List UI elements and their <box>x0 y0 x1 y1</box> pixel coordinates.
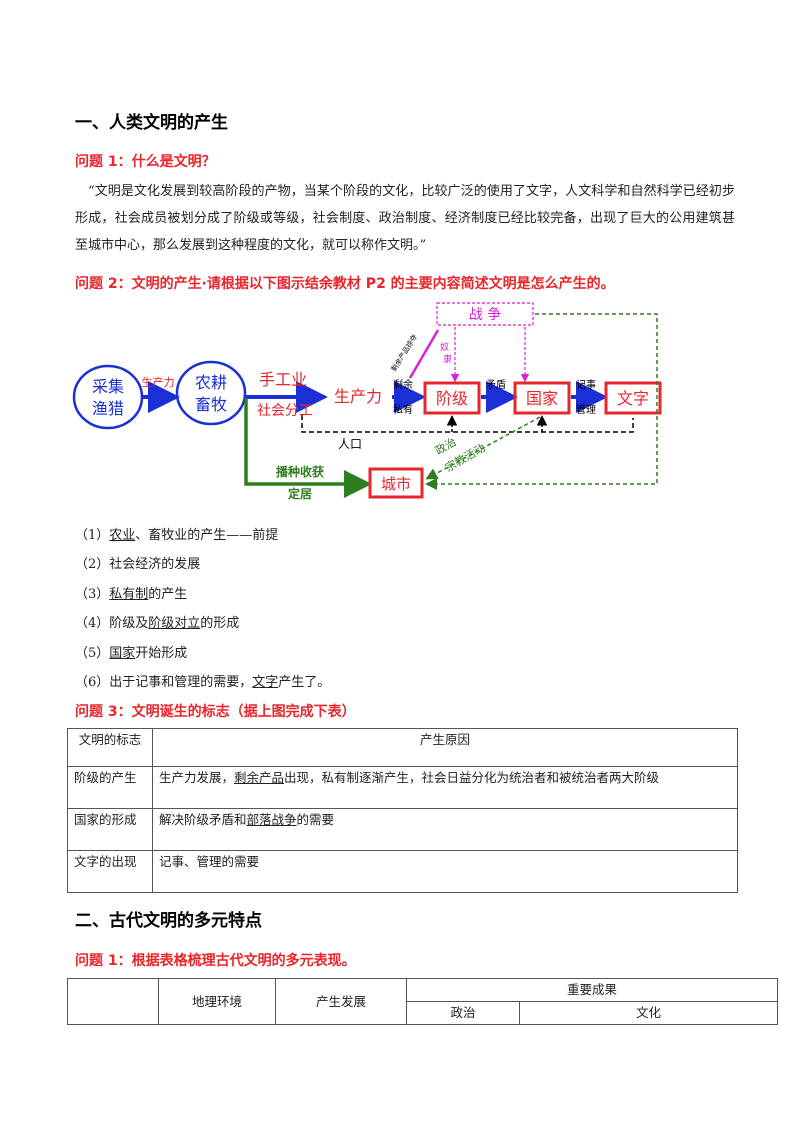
table2-blank <box>67 978 159 1025</box>
shougongye-label: 手工业 <box>259 370 307 389</box>
zhengzhi-label: 政治 <box>433 434 459 457</box>
section1-title: 一、人类文明的产生 <box>75 113 228 133</box>
q2-title: 问题 2：文明的产生·请根据以下图示结余教材 P2 的主要内容简述文明是怎么产生… <box>75 276 615 292</box>
siyou-label: 私有 <box>393 403 413 416</box>
nonggeng-label: 农耕 <box>195 373 227 392</box>
jieji-label: 阶级 <box>436 389 468 408</box>
nuli-label-2: 隶 <box>443 353 452 365</box>
guojia-box <box>513 381 571 415</box>
dingju-label: 定居 <box>288 486 312 501</box>
table2-header-culture: 文化 <box>519 1001 778 1025</box>
q3-title: 问题 3：文明诞生的标志（据上图完成下表） <box>75 704 356 720</box>
shehuifengong-label: 社会分工 <box>257 403 313 419</box>
wenzi-label: 文字 <box>617 389 649 408</box>
list-item-5: （5）国家开始形成 <box>75 646 188 661</box>
bozhong-label: 播种收获 <box>276 464 324 479</box>
table1-r1c1: 阶级的产生 <box>67 766 153 809</box>
table2-header-env: 地理环境 <box>158 978 276 1025</box>
diversity-table: 地理环境 产生发展 重要成果 政治 文化 <box>67 978 778 1025</box>
chengshi-box <box>368 467 424 499</box>
list-item-6: （6）出于记事和管理的需要，文字产生了。 <box>75 675 331 690</box>
table1-r1c2: 生产力发展，剩余产品出现，私有制逐渐产生，社会日益分化为统治者和被统治者两大阶级 <box>152 766 738 809</box>
jieji-box <box>423 381 481 415</box>
shengyu-chanpin-label: 剩余产品掠夺 <box>389 333 419 373</box>
yulie-label: 渔猎 <box>92 399 124 418</box>
caiji-ellipse <box>72 364 144 430</box>
nonggeng-ellipse <box>175 360 247 426</box>
q1-title: 问题 1：什么是文明？ <box>75 154 216 170</box>
table1-r3c1: 文字的出现 <box>67 850 153 893</box>
table2-header-dev: 产生发展 <box>275 978 407 1025</box>
table1-header-mark: 文明的标志 <box>67 728 153 767</box>
table1-r2c2: 解决阶级矛盾和部落战争的需要 <box>152 808 738 851</box>
shengchanli-small-label: 生产力 <box>142 375 175 389</box>
zhanzheng-box <box>436 302 534 326</box>
civilization-marks-table: 文明的标志 产生原因 阶级的产生 生产力发展，剩余产品出现，私有制逐渐产生，社会… <box>67 728 738 893</box>
table1-header-reason: 产生原因 <box>152 728 738 767</box>
civilization-diagram: 采集 渔猎 农耕 畜牧 生产力 手工业 社会分工 生产力 剩余 私有 阶级 矛盾… <box>72 302 662 501</box>
q1-quote: “文明是文化发展到较高阶段的产物，当某个阶段的文化，比较广泛的使用了文字，人文科… <box>75 184 735 253</box>
list-item-4: （4）阶级及阶级对立的形成 <box>75 616 240 631</box>
nuli-label-1: 奴 <box>440 341 449 353</box>
guojia-label: 国家 <box>526 389 558 408</box>
renkou-label: 人口 <box>338 437 362 451</box>
zhanzheng-label: 战 争 <box>469 307 501 323</box>
list-item-1: （1）农业、畜牧业的产生——前提 <box>75 528 279 543</box>
table1-r2c1: 国家的形成 <box>67 808 153 851</box>
shengyu-label: 剩余 <box>393 378 413 391</box>
guanli-label: 管理 <box>576 403 596 416</box>
list-item-3: （3）私有制的产生 <box>75 587 188 602</box>
table2-header-politics: 政治 <box>406 1001 520 1025</box>
jishi-label: 记事 <box>576 378 596 391</box>
wenzi-box <box>604 381 662 415</box>
caiji-label: 采集 <box>92 377 124 396</box>
s2q1-title: 问题 1：根据表格梳理古代文明的多元表现。 <box>75 953 356 969</box>
shengchanli-label: 生产力 <box>334 387 382 406</box>
maodun-label: 矛盾 <box>486 379 506 391</box>
table2-header-achievements: 重要成果 <box>406 978 778 1002</box>
list-item-2: （2）社会经济的发展 <box>75 557 201 572</box>
xumu-label: 畜牧 <box>195 395 227 414</box>
section2-title: 二、古代文明的多元特点 <box>75 911 262 931</box>
chengshi-label: 城市 <box>381 475 411 493</box>
table1-r3c2: 记事、管理的需要 <box>152 850 738 893</box>
